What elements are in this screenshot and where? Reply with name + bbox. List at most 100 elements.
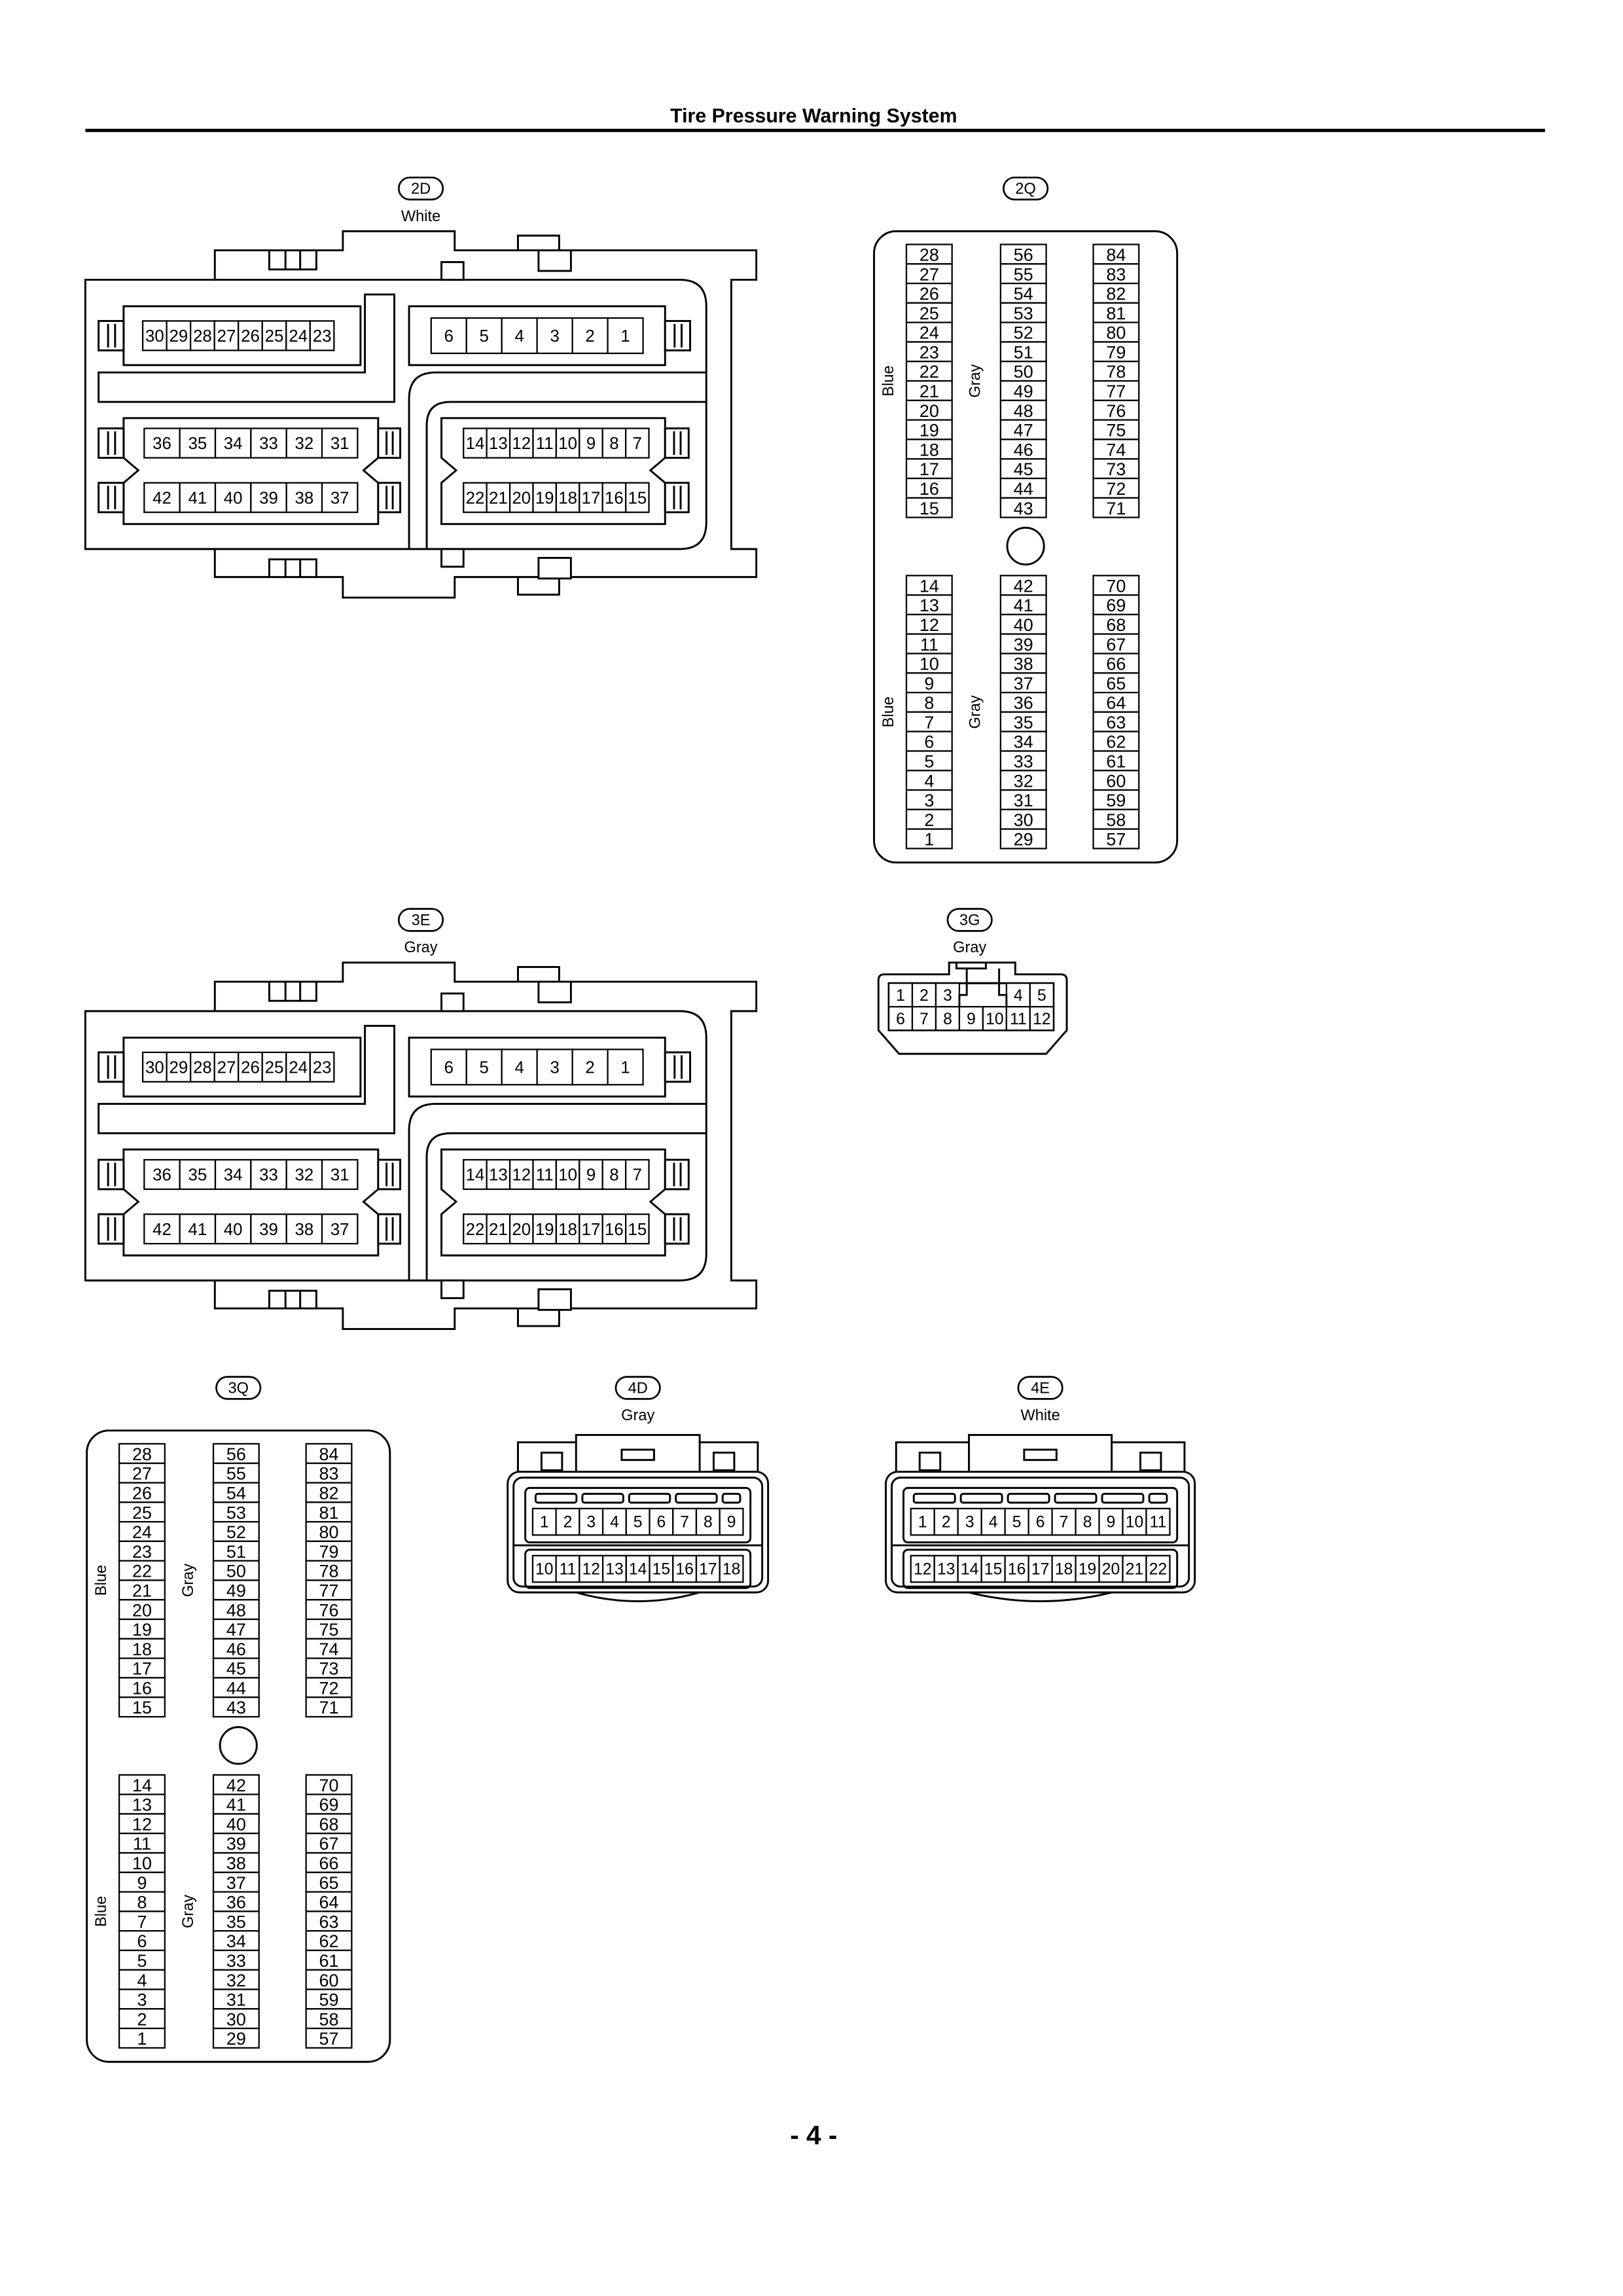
3Q-pin-32: 32 [212, 1969, 260, 1990]
pin-cell [649, 1507, 674, 1536]
3E-pin-40: 40 [214, 1213, 252, 1245]
pin-cell [536, 1049, 573, 1086]
3E-pin-19: 19 [532, 1213, 558, 1245]
lock-tab-frame [664, 482, 690, 514]
pin-number: 66 [319, 1854, 339, 1873]
lock-tab-frame [377, 427, 402, 459]
4D-pin-15: 15 [649, 1554, 674, 1583]
pin-number: 27 [132, 1464, 152, 1484]
wire-color-label: Blue [93, 1896, 110, 1927]
3E-pin-5: 5 [465, 1049, 503, 1086]
3Q-pin-35: 35 [212, 1910, 260, 1931]
latch-top-arm [537, 980, 572, 1003]
2Q-pin-67: 67 [1092, 633, 1140, 655]
3Q-pin-15: 15 [118, 1696, 166, 1718]
pin-number: 21 [489, 489, 508, 507]
3Q-pin-64: 64 [305, 1891, 353, 1912]
2D-pin-5: 5 [465, 317, 503, 354]
pin-number: 15 [984, 1561, 1003, 1579]
2Q-pin-8: 8 [905, 691, 953, 713]
pin-cell [999, 789, 1047, 810]
pin-cell [463, 482, 488, 513]
pin-cell [118, 1696, 166, 1718]
pin-number: 3 [137, 1990, 147, 2010]
pin-number: 71 [1106, 499, 1126, 518]
pin-number: 6 [924, 732, 934, 752]
2D-pin-20: 20 [508, 482, 534, 513]
pin-number: 39 [259, 489, 278, 507]
3Q-pin-21: 21 [118, 1579, 166, 1600]
2D-pin-16: 16 [601, 482, 627, 513]
2Q-pin-44: 44 [999, 477, 1047, 499]
guide-bottom [440, 548, 465, 568]
pin-cell [285, 427, 323, 459]
3Q-pin-6: 6 [118, 1930, 166, 1951]
pin-number: 19 [535, 1221, 554, 1239]
connector-code-badge [615, 1376, 661, 1400]
pin-number: 6 [444, 1058, 454, 1077]
2D-pin-41: 41 [179, 482, 217, 513]
row2-frame [902, 1549, 1179, 1589]
pin-cell [179, 1158, 217, 1191]
pin-cell [999, 691, 1047, 713]
3Q-pin-1: 1 [118, 2027, 166, 2049]
pin-cell [141, 1051, 168, 1083]
pin-cell [1092, 575, 1140, 596]
3Q-pin-19: 19 [118, 1618, 166, 1640]
connector-2Q: 2Q28272625242322212019181716155655545352… [873, 176, 1179, 864]
pin-cell [118, 1443, 166, 1464]
2Q-pin-59: 59 [1092, 789, 1140, 810]
lock-tab [98, 1158, 125, 1191]
pin-number: 37 [330, 1221, 349, 1239]
4E-pin-10: 10 [1122, 1507, 1147, 1536]
connector-code-badge [397, 908, 444, 932]
pin-cell [999, 380, 1047, 401]
pin-number: 29 [169, 1058, 188, 1077]
connector-color: White [401, 208, 440, 225]
compartment-wall-inner [425, 1132, 707, 1281]
pin-number: 84 [319, 1444, 339, 1464]
pin-cell [1092, 789, 1140, 810]
pin-number: 9 [586, 435, 596, 453]
pin-number: 42 [152, 1221, 171, 1239]
pin-number: 14 [919, 576, 939, 596]
terminal-retainer [721, 1492, 741, 1504]
2Q-pin-65: 65 [1092, 672, 1140, 693]
pin-number: 40 [224, 1221, 243, 1239]
pin-cell [1092, 730, 1140, 752]
3E-pin-25: 25 [261, 1051, 287, 1083]
pin-cell [212, 1871, 260, 1893]
pin-number: 45 [226, 1659, 246, 1679]
3Q-pin-10: 10 [118, 1852, 166, 1873]
3G-pin-5: 5 [1029, 982, 1054, 1008]
pin-number: 59 [319, 1990, 339, 2010]
pin-number: 61 [1106, 752, 1126, 772]
pin-cell [179, 427, 217, 459]
pin-number: 56 [226, 1444, 246, 1464]
pin-cell [321, 1158, 359, 1191]
pin-number: 5 [137, 1951, 147, 1971]
terminal-retainer [675, 1492, 718, 1504]
3Q-pin-41: 41 [212, 1793, 260, 1815]
pin-cell [1092, 282, 1140, 304]
pin-cell [905, 770, 953, 791]
pin-cell [601, 1158, 627, 1191]
pin-cell [212, 1482, 260, 1503]
pin-cell [166, 1051, 192, 1083]
3Q-pin-30: 30 [212, 2008, 260, 2029]
lock-tab [377, 482, 402, 514]
pin-number: 37 [330, 489, 349, 507]
pin-cell [999, 633, 1047, 655]
pin-cell [905, 439, 953, 460]
pin-number: 39 [1014, 635, 1033, 655]
3G-pin-1: 1 [887, 982, 914, 1008]
3E-pin-32: 32 [285, 1158, 323, 1191]
2D-pin-26: 26 [238, 320, 263, 351]
pin-number: 24 [132, 1522, 152, 1542]
pin-number: 12 [582, 1561, 599, 1579]
wire-color-label: Blue [880, 696, 897, 727]
4D-pin-6: 6 [649, 1507, 674, 1536]
2D-pin-18: 18 [555, 482, 580, 513]
